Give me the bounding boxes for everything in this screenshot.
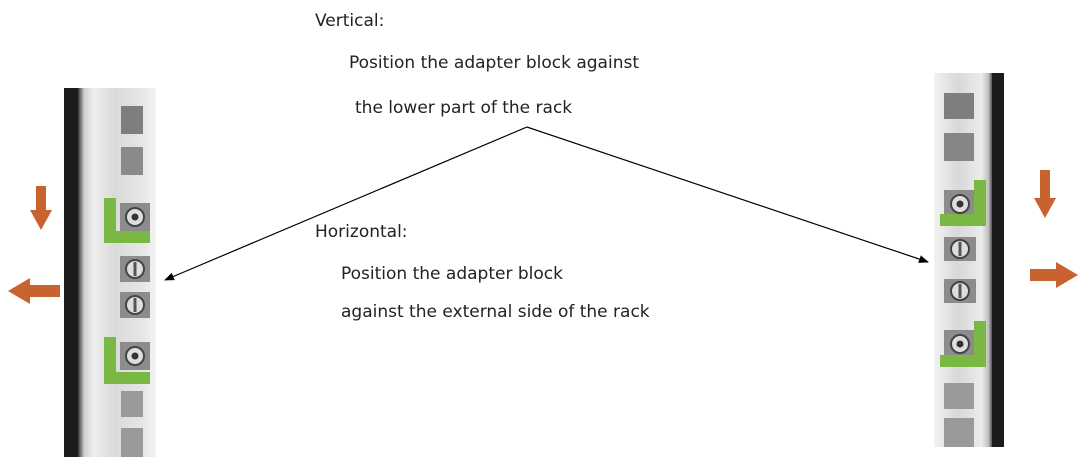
horizontal-instruction-line2: against the external side of the rack xyxy=(341,302,650,322)
left-rack-rail-photo xyxy=(64,88,156,457)
adapter-bracket-lower xyxy=(940,321,986,367)
arrow-down-icon xyxy=(30,186,52,230)
adapter-bracket-lower xyxy=(104,337,150,384)
vertical-heading: Vertical: xyxy=(315,11,385,31)
arrow-right-icon xyxy=(1030,262,1078,288)
adapter-bracket-upper xyxy=(104,198,150,243)
vertical-instruction-line2: the lower part of the rack xyxy=(355,98,573,118)
connector-to-left-rail xyxy=(164,126,528,281)
adapter-bracket-upper xyxy=(940,180,986,226)
vertical-instruction-line1: Position the adapter block against xyxy=(349,53,639,73)
arrow-left-icon xyxy=(8,278,60,304)
connector-to-right-rail xyxy=(526,126,929,263)
arrow-down-icon xyxy=(1034,170,1056,218)
horizontal-heading: Horizontal: xyxy=(315,222,408,242)
horizontal-instruction-line1: Position the adapter block xyxy=(341,264,563,284)
right-rack-rail-photo xyxy=(934,73,1004,447)
